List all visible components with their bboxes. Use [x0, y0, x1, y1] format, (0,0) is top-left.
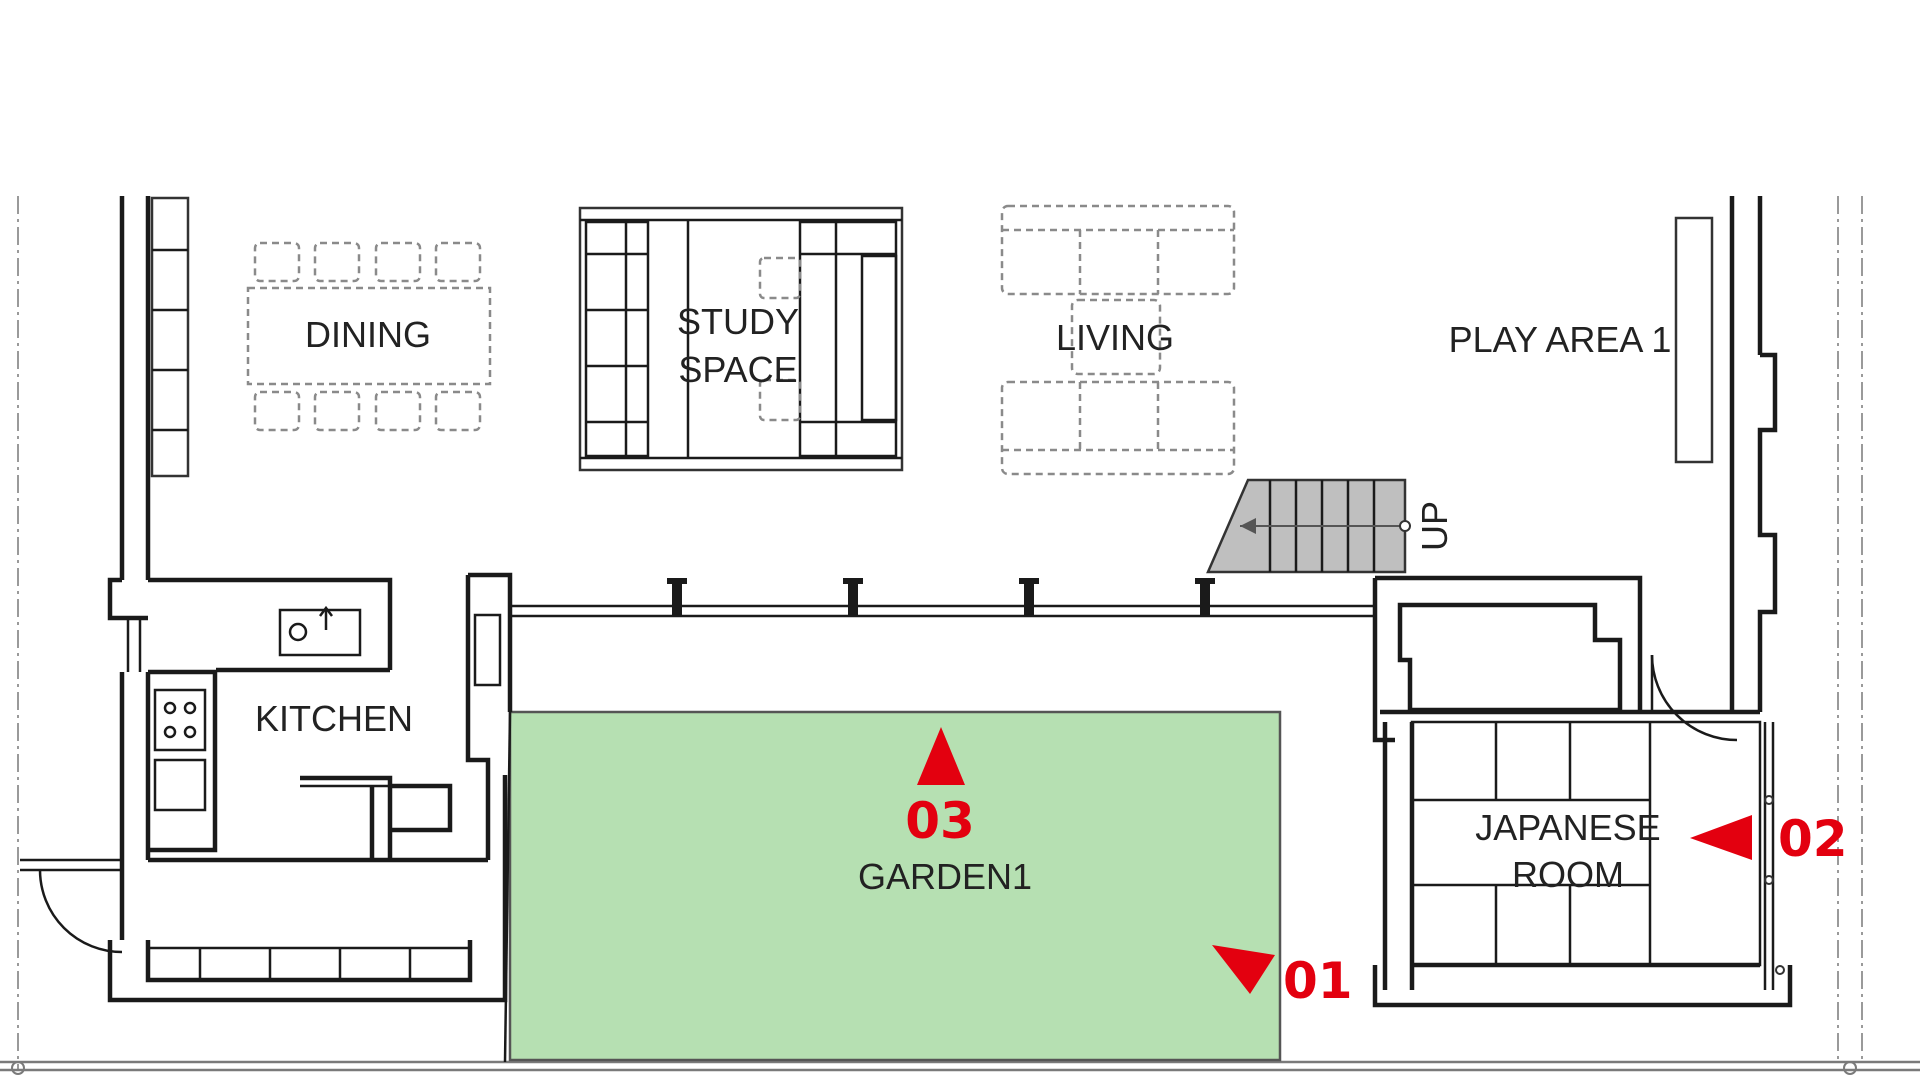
view-marker-01: 01 — [1212, 945, 1353, 1010]
room-label-japanese-line1: JAPANESE — [1475, 807, 1660, 848]
room-label-japanese-line2: ROOM — [1512, 854, 1624, 895]
sofa-furniture — [1000, 204, 1236, 476]
site-boundary — [0, 196, 1920, 1075]
dining-table-furniture — [246, 241, 492, 432]
room-label-kitchen: KITCHEN — [255, 698, 413, 739]
triangle-arrow-icon — [1690, 815, 1752, 860]
garden-area — [508, 710, 1282, 1062]
view-marker-03: 03 — [905, 727, 975, 850]
room-label-play-area: PLAY AREA 1 — [1449, 319, 1672, 360]
stove-icon — [153, 688, 207, 752]
view-marker-02-label: 02 — [1778, 810, 1848, 868]
room-label-study-line2: SPACE — [678, 349, 797, 390]
room-label-garden: GARDEN1 — [858, 856, 1032, 897]
study-desk-furniture — [578, 206, 904, 472]
triangle-arrow-icon — [1212, 945, 1275, 994]
triangle-arrow-icon — [917, 727, 965, 785]
stair-label-up: UP — [1414, 501, 1455, 551]
tatami-grid — [1410, 720, 1762, 967]
view-marker-01-label: 01 — [1283, 952, 1353, 1010]
view-marker-03-label: 03 — [905, 792, 975, 850]
view-marker-02: 02 — [1690, 810, 1848, 868]
room-label-dining: DINING — [305, 314, 431, 355]
door-swing-icon — [1650, 654, 1738, 742]
room-label-study-line1: STUDY — [677, 301, 799, 342]
sink-icon — [319, 605, 333, 630]
walls — [20, 196, 1793, 1063]
room-label-living: LIVING — [1056, 317, 1174, 358]
door-swing-icon — [38, 869, 123, 954]
stair-icon — [1206, 478, 1411, 574]
